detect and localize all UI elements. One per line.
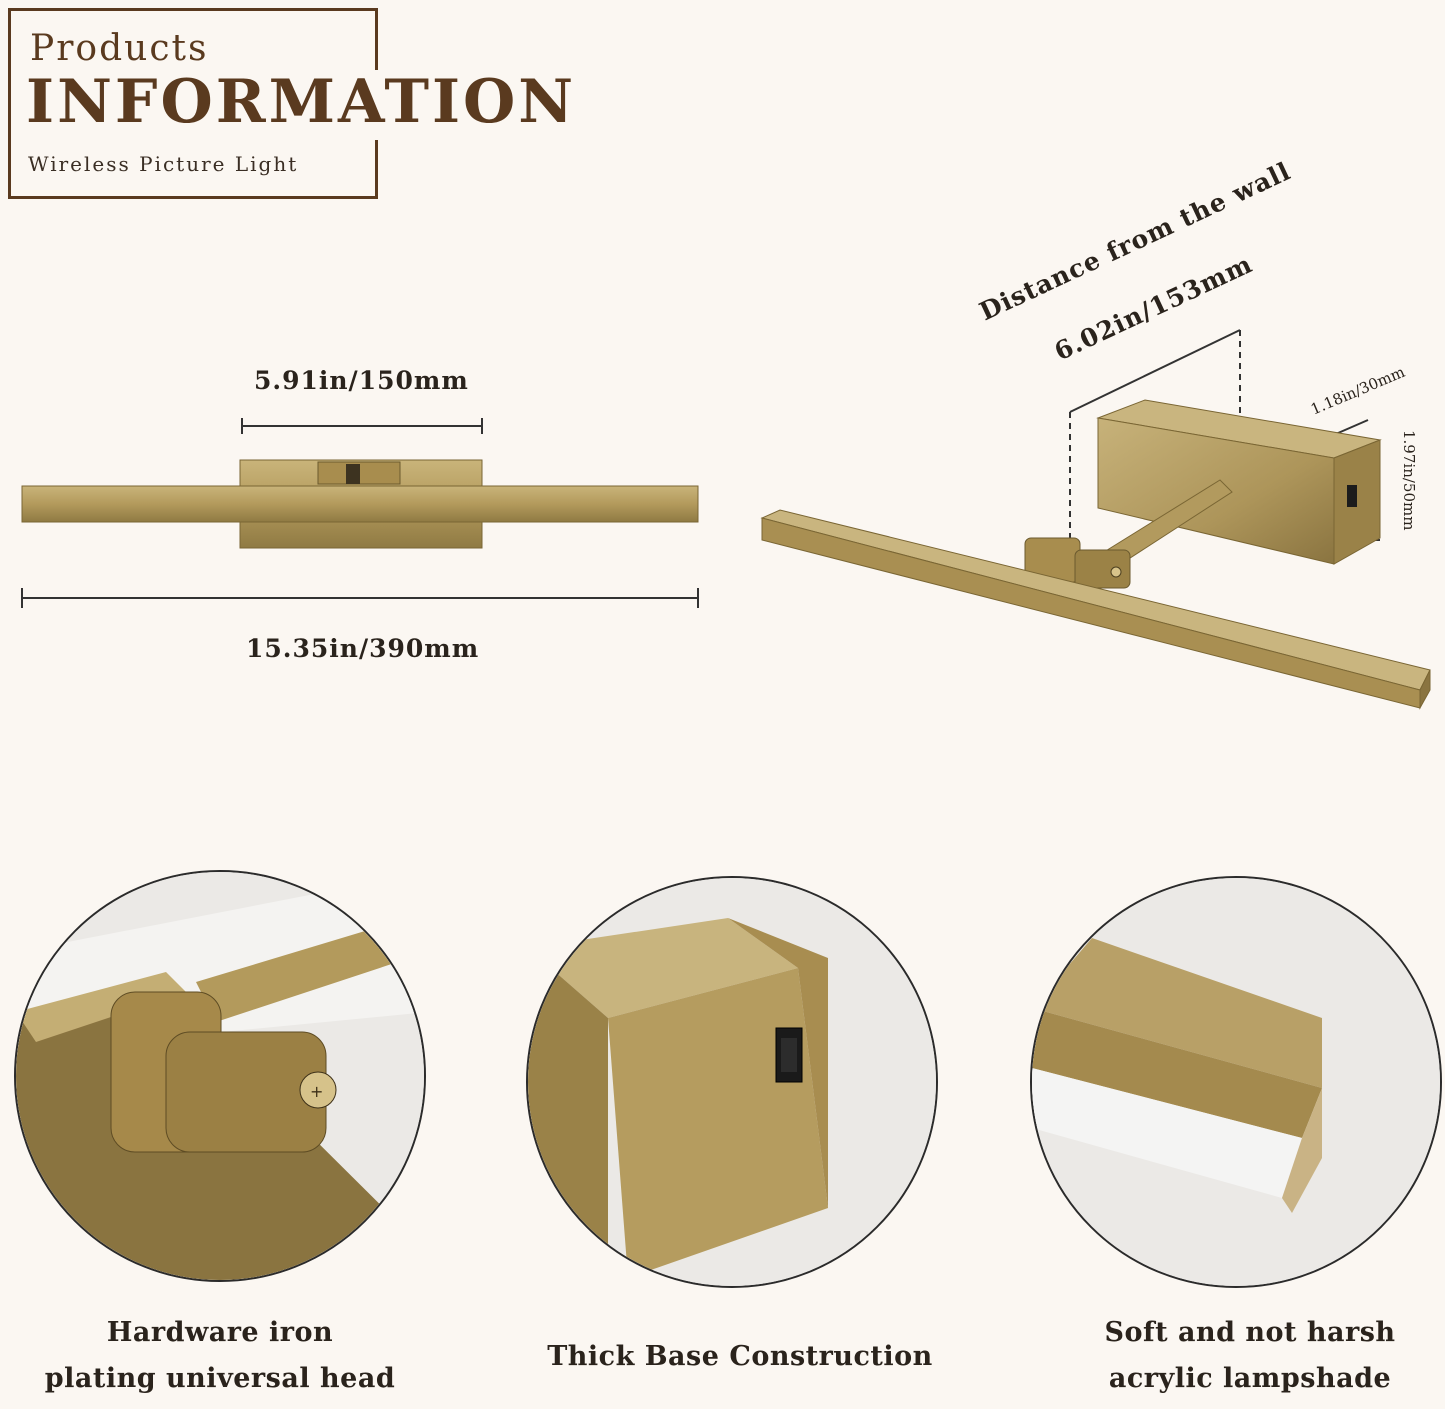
height-label: 1.97in/50mm xyxy=(1400,430,1418,531)
svg-text:+: + xyxy=(310,1082,323,1101)
caption-lampshade: Soft and not harsh acrylic lampshade xyxy=(1050,1310,1445,1402)
total-width-label: 15.35in/390mm xyxy=(246,634,480,663)
switch-icon xyxy=(1347,485,1357,507)
side-view-diagram xyxy=(760,329,1431,710)
frame-right xyxy=(375,140,378,198)
caption-hardware-line1: Hardware iron xyxy=(106,1317,334,1348)
frame-right-top xyxy=(375,8,378,70)
hinge-closeup: + xyxy=(16,872,424,1280)
caption-lampshade-line1: Soft and not harsh xyxy=(1104,1317,1396,1348)
screw-icon xyxy=(1110,566,1122,578)
light-bar xyxy=(21,485,699,523)
hinge-side xyxy=(1074,549,1131,589)
caption-lampshade-line2: acrylic lampshade xyxy=(1108,1362,1392,1394)
base-width-label: 5.91in/150mm xyxy=(254,366,469,395)
header-subtitle: Wireless Picture Light xyxy=(28,152,299,176)
frame-top xyxy=(8,8,378,11)
hinge-slot xyxy=(346,464,360,484)
caption-base-line1: Thick Base Construction xyxy=(547,1341,933,1372)
front-view-diagram xyxy=(21,418,699,608)
caption-hardware-line2: plating universal head xyxy=(44,1362,396,1394)
header-title-small: Products xyxy=(30,28,209,69)
frame-left xyxy=(8,8,11,198)
frame-bottom xyxy=(8,196,378,199)
bar-end xyxy=(1419,669,1431,710)
caption-base: Thick Base Construction xyxy=(520,1334,960,1380)
header-title: INFORMATION xyxy=(26,67,577,137)
detail-circle-lampshade xyxy=(1030,876,1442,1288)
lampshade-closeup xyxy=(1032,878,1440,1286)
base-closeup xyxy=(528,878,936,1286)
distance-line xyxy=(1069,329,1241,413)
detail-circle-base xyxy=(526,876,938,1288)
detail-circle-hinge: + xyxy=(14,870,426,1282)
caption-hardware: Hardware iron plating universal head xyxy=(20,1310,420,1402)
